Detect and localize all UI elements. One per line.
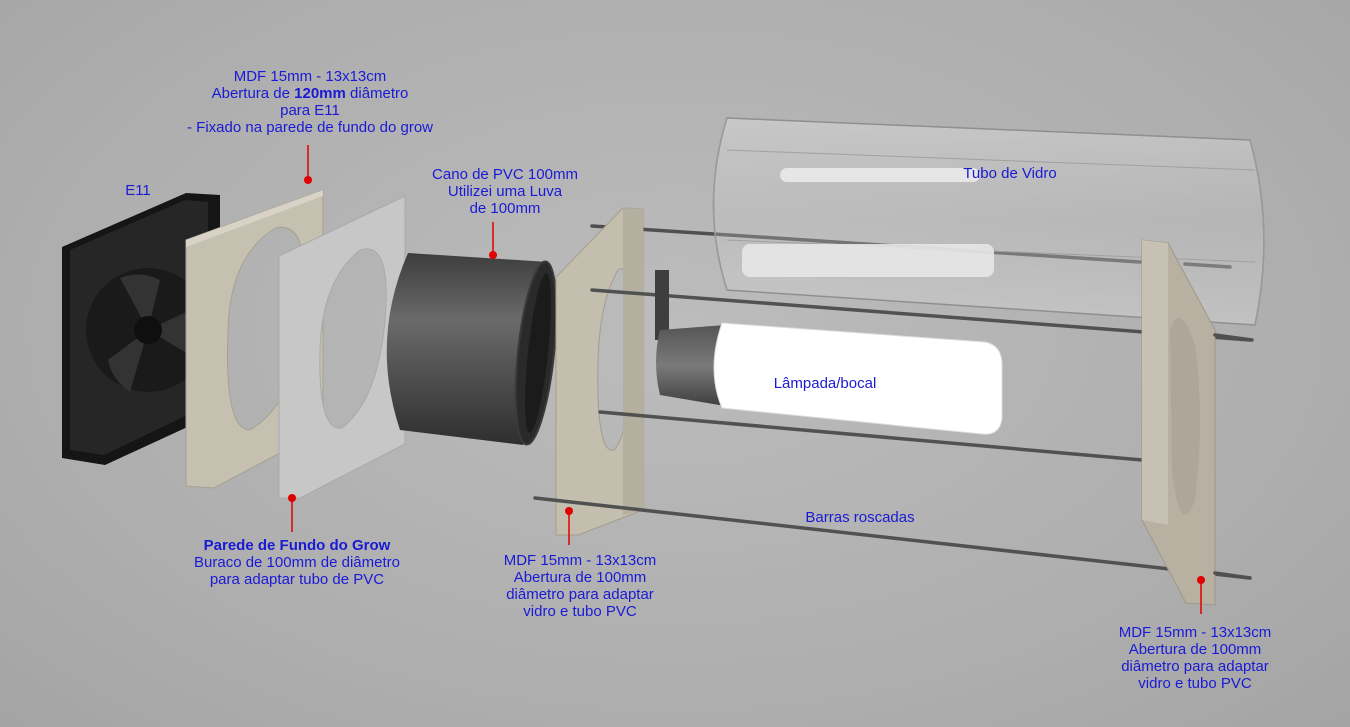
label-mdf-middle-line3: diâmetro para adaptar bbox=[506, 586, 654, 603]
label-mdf-right-line1: MDF 15mm - 13x13cm bbox=[1118, 624, 1272, 641]
leader-dot-pvc bbox=[489, 251, 497, 259]
leader-dot-wall bbox=[288, 494, 296, 502]
label-mdf-right: MDF 15mm - 13x13cm Abertura de 100mm diâ… bbox=[1095, 624, 1295, 692]
label-wall-line2: Buraco de 100mm de diâmetro bbox=[194, 554, 400, 571]
label-pvc-line2: Utilizei uma Luva bbox=[447, 183, 563, 200]
label-mdf-middle-line4: vidro e tubo PVC bbox=[523, 603, 637, 620]
threaded-rods-ends bbox=[1213, 333, 1254, 580]
label-mdf-top-line2-bold: 120mm bbox=[294, 85, 346, 102]
label-mdf-middle-line2: Abertura de 100mm bbox=[513, 569, 647, 586]
pvc-pipe bbox=[386, 253, 558, 446]
label-mdf-top-line2: Abertura de 120mm diâmetro bbox=[180, 85, 440, 102]
threaded-rods-front bbox=[533, 288, 1252, 580]
leader-dot-mdf-right bbox=[1197, 576, 1205, 584]
glass-tube bbox=[712, 117, 1265, 326]
label-glass-tube-line1: Tubo de Vidro bbox=[963, 165, 1057, 182]
leader-dot-mdf-middle bbox=[565, 507, 573, 515]
label-mdf-top-line2-suffix: diâmetro bbox=[345, 85, 409, 102]
label-mdf-right-line2: Abertura de 100mm bbox=[1128, 641, 1262, 658]
label-mdf-top-line4: - Fixado na parede de fundo do grow bbox=[187, 119, 433, 136]
label-mdf-right-line3: diâmetro para adaptar bbox=[1121, 658, 1269, 675]
label-fan: E11 bbox=[118, 182, 158, 199]
label-wall-line1: Parede de Fundo do Grow bbox=[203, 537, 391, 554]
label-rods-line1: Barras roscadas bbox=[805, 509, 915, 526]
label-wall-line3: para adaptar tubo de PVC bbox=[209, 571, 385, 588]
mdf-plate-right bbox=[1141, 239, 1216, 606]
label-mdf-middle-line1: MDF 15mm - 13x13cm bbox=[503, 552, 657, 569]
label-pvc-line1: Cano de PVC 100mm bbox=[432, 166, 578, 183]
label-fan-line1: E11 bbox=[125, 182, 151, 199]
label-mdf-middle: MDF 15mm - 13x13cm Abertura de 100mm diâ… bbox=[480, 552, 680, 620]
leader-dot-mdf-top bbox=[304, 176, 312, 184]
label-glass-tube: Tubo de Vidro bbox=[945, 165, 1075, 182]
lamp-and-socket bbox=[655, 270, 1003, 435]
label-lamp: Lâmpada/bocal bbox=[755, 375, 895, 392]
label-pvc: Cano de PVC 100mm Utilizei uma Luva de 1… bbox=[415, 166, 595, 217]
label-mdf-top-line3: para E11 bbox=[280, 102, 340, 119]
label-mdf-right-line4: vidro e tubo PVC bbox=[1138, 675, 1252, 692]
grow-back-wall bbox=[278, 195, 406, 499]
label-rods: Barras roscadas bbox=[790, 509, 930, 526]
label-pvc-line3: de 100mm bbox=[469, 200, 541, 217]
label-mdf-top-line2-prefix: Abertura de bbox=[211, 85, 295, 102]
label-wall: Parede de Fundo do Grow Buraco de 100mm … bbox=[172, 537, 422, 588]
leader-lines bbox=[288, 145, 1205, 614]
label-mdf-top-line1: MDF 15mm - 13x13cm bbox=[233, 68, 387, 85]
label-mdf-top: MDF 15mm - 13x13cm Abertura de 120mm diâ… bbox=[180, 68, 440, 136]
e11-fan bbox=[62, 193, 220, 465]
mdf-plate-middle bbox=[555, 207, 644, 536]
label-lamp-line1: Lâmpada/bocal bbox=[773, 375, 877, 392]
